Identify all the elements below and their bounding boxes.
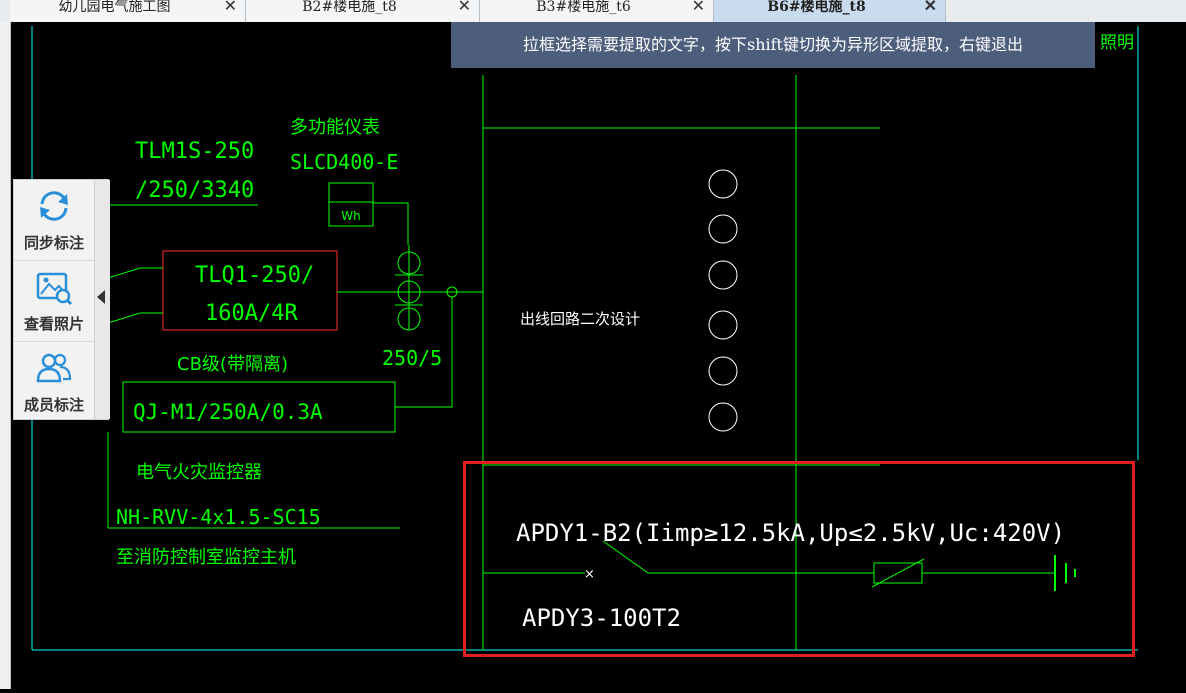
view-photos-button[interactable]: 查看照片 [14,261,94,342]
meter-box [328,182,374,227]
sync-annotation-label: 同步标注 [23,234,84,252]
floating-annotation-toolbar: 同步标注 查看照片 成员标注 [13,179,110,422]
spd1-label: APDY1-B2(Iimp≥12.5kA,Up≤2.5kV,Uc:420V) [516,519,1065,547]
tab-b6-electrical[interactable]: B6#楼电施_t8 ✕ [714,0,946,22]
wire [107,267,141,279]
cad-drawing: 照明 TLM1S-250 /250/3340 多功能仪表 SLCD400-E W… [31,26,1139,651]
meter-model-label: SLCD400-E [290,150,398,174]
document-tab-bar: 幼儿园电气施工图 ✕ B2#楼电施_t8 ✕ B3#楼电施_t6 ✕ B6#楼电… [0,0,1186,23]
wire [373,202,409,245]
tab-label: B3#楼电施_t6 [536,0,631,15]
tab-b2-electrical[interactable]: B2#楼电施_t8 ✕ [246,0,480,22]
tlq-line2-label: 160A/4R [205,301,298,326]
fire-monitor-label: 电气火灾监控器 [136,462,262,483]
cable-label: NH-RVV-4x1.5-SC15 [116,505,321,529]
tlm-rating-label: /250/3340 [135,178,254,203]
collapse-left-icon [97,290,105,304]
meter-symbol: Wh [341,209,360,223]
toolbar-collapse-handle[interactable] [94,180,110,419]
member-annotation-button[interactable]: 成员标注 [14,342,94,422]
close-icon[interactable]: ✕ [457,0,471,15]
varistor-slash [871,558,925,588]
view-photos-label: 查看照片 [23,315,84,333]
text-extraction-selection-box[interactable] [463,461,1135,657]
fire-control-label: 至消防控制室监控主机 [116,547,296,568]
extraction-hint-banner: 拉框选择需要提取的文字，按下shift键切换为异形区域提取，右键退出 [451,22,1095,68]
sync-annotation-button[interactable]: 同步标注 [14,180,94,261]
cb-class-label: CB级(带隔离) [177,354,288,375]
qj-model-label: QJ-M1/250A/0.3A [133,400,323,424]
meter-title-label: 多功能仪表 [290,117,380,138]
close-icon[interactable]: ✕ [691,0,705,15]
sync-icon [40,191,68,221]
outgoing-circuit-label: 出线回路二次设计 [520,310,640,328]
tab-kindergarten-electrical[interactable]: 幼儿园电气施工图 ✕ [10,0,246,22]
switch-blade [602,540,649,574]
cad-drawing-canvas[interactable]: 照明 TLM1S-250 /250/3340 多功能仪表 SLCD400-E W… [11,22,1186,689]
cross-mark: × [584,567,595,582]
circuit-circle [708,214,738,244]
tab-b3-electrical[interactable]: B3#楼电施_t6 ✕ [480,0,714,22]
ct-ratio-label: 250/5 [382,346,442,370]
wire [395,297,453,408]
circuit-circle [708,356,738,386]
circuit-circle [708,310,738,340]
left-panel-edge [0,22,11,689]
spd2-label: APDY3-100T2 [522,604,681,632]
photo-search-icon [36,272,73,306]
corner-text: 照明 [1100,33,1134,53]
circuit-circle [708,260,738,290]
tab-label: B2#楼电施_t8 [302,0,397,15]
tlq-line1-label: TLQ1-250/ [195,263,314,288]
close-icon[interactable]: ✕ [923,0,937,15]
member-annotation-label: 成员标注 [23,396,84,414]
tab-label: B6#楼电施_t8 [767,0,866,15]
circuit-circle [708,169,738,199]
tab-label: 幼儿园电气施工图 [58,0,171,15]
wire [107,312,141,324]
close-icon[interactable]: ✕ [223,0,237,15]
tlq-breaker-box [162,250,338,331]
members-icon [36,353,72,383]
circuit-circle [708,402,738,432]
tlm-model-label: TLM1S-250 [135,139,254,164]
